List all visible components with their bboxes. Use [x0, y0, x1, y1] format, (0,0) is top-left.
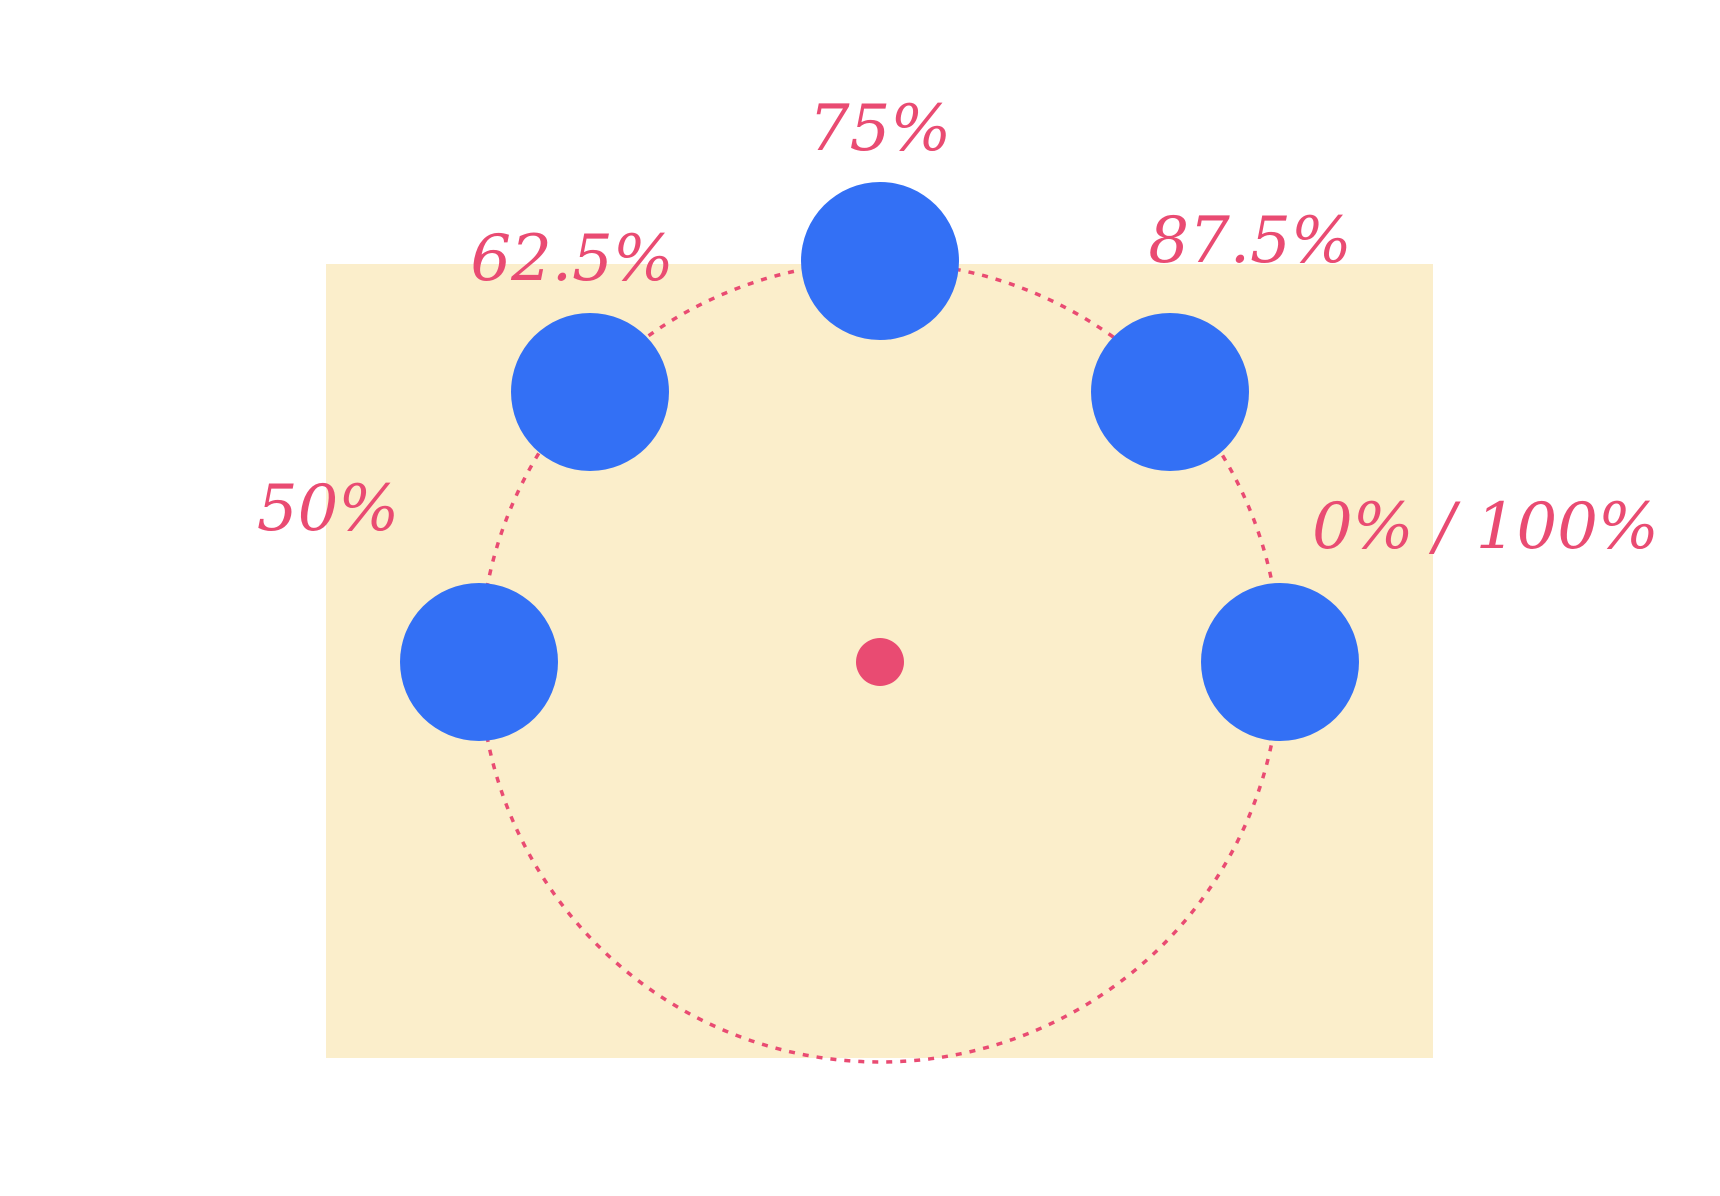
label-50-percent: 50% — [257, 472, 399, 546]
dot-75-percent — [801, 182, 959, 340]
dot-50-percent — [400, 583, 558, 741]
dot-87-5-percent — [1091, 313, 1249, 471]
label-75-percent: 75% — [809, 92, 951, 166]
label-62-5-percent: 62.5% — [470, 222, 673, 296]
label-0-100-percent: 0% / 100% — [1312, 490, 1659, 564]
center-point — [856, 638, 904, 686]
dot-62-5-percent — [511, 313, 669, 471]
label-87-5-percent: 87.5% — [1148, 204, 1351, 278]
dot-0-100-percent — [1201, 583, 1359, 741]
